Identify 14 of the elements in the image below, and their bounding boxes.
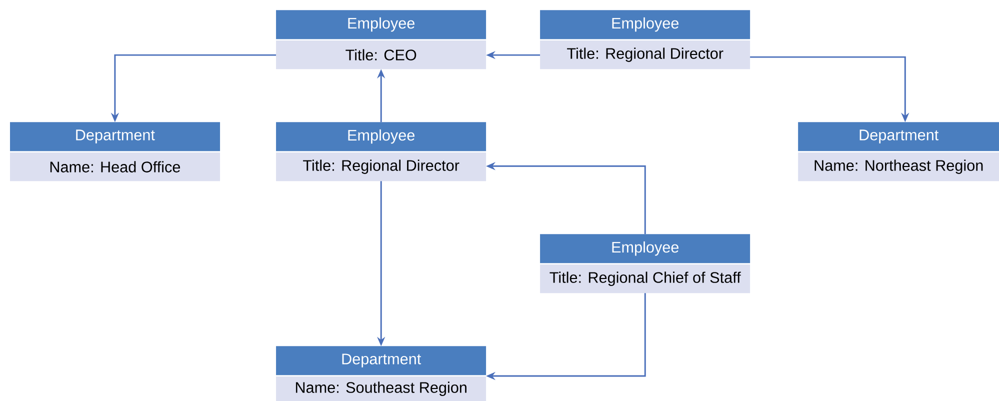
entity-box: Department Name: Head Office (10, 122, 220, 182)
entity-box: Employee Title: CEO (276, 10, 486, 70)
node-label: Title: Regional Chief of Staff (550, 272, 741, 286)
node-label: Name: Northeast Region (814, 160, 983, 174)
entity-box: Employee Title: Regional Chief of Staff (540, 234, 750, 294)
node-label: Name: Head Office (50, 161, 180, 172)
entity-box: Department Name: Northeast Region (798, 122, 999, 182)
node-label: Name: Southeast Region (296, 382, 466, 396)
node-label: Title: CEO (346, 49, 416, 60)
entity-box: Employee Title: Regional Director (540, 10, 750, 70)
node-label: Title: Regional Director (303, 160, 460, 174)
node-label: Title: Regional Director (567, 48, 724, 62)
entity-box: Employee Title: Regional Director (276, 122, 486, 182)
entity-box: Department Name: Southeast Region (276, 346, 486, 401)
